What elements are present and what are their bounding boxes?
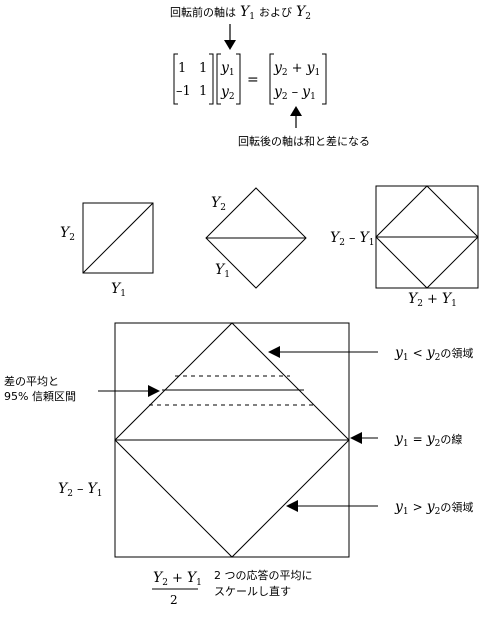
rotated-diamond: [205, 187, 307, 289]
original-axes-square: [82, 202, 154, 274]
x-label-denominator: 2: [170, 593, 178, 607]
panel1-label-y1: Y1: [111, 281, 126, 299]
rotation-matrix: 1 1 –1 1: [173, 53, 214, 105]
vector-difference: y2 – y1: [273, 83, 316, 103]
matrix-a21: –1: [176, 84, 191, 99]
top-annotation: 回転前の軸は Y1 および Y2: [170, 3, 311, 23]
down-arrow-icon: [224, 40, 236, 50]
matrix-a22: 1: [199, 84, 207, 99]
output-vector: y2 + y1 y2 – y1: [269, 53, 327, 105]
new-axes-square: [375, 185, 479, 289]
mean-diff-arrow-icon: [148, 385, 160, 397]
matrix-a11: 1: [178, 61, 186, 76]
main-figure: [114, 322, 350, 558]
panel2-label-y2: Y2: [211, 195, 226, 213]
vector-y2: y2: [220, 84, 235, 102]
vector-y1: y1: [220, 60, 235, 78]
x-caption-line1: 2 つの応答の平均に: [214, 568, 313, 582]
panel3-label-sum: Y2 + Y1: [408, 290, 457, 310]
upper-region-arrow-icon: [268, 346, 280, 358]
panel2-label-y1: Y1: [215, 262, 230, 280]
equality-line-arrow-icon: [350, 432, 362, 444]
input-vector: y1 y2: [216, 53, 241, 105]
main-label-difference: Y2 – Y1: [58, 480, 102, 500]
bottom-annotation: 回転後の軸は和と差になる: [238, 134, 370, 148]
matrix-a12: 1: [199, 61, 207, 76]
panel1-label-y2: Y2: [60, 225, 75, 243]
lower-region-arrow-icon: [286, 500, 298, 512]
x-label-numerator: Y2 + Y1: [153, 569, 202, 589]
up-arrow-icon: [290, 106, 302, 116]
upper-region-label: y1 < y2の領域: [394, 344, 473, 364]
panel3-label-difference: Y2 – Y1: [330, 229, 374, 249]
lower-region-label: y1 > y2の領域: [394, 498, 473, 518]
equality-line-label: y1 = y2の線: [394, 430, 462, 450]
vector-sum: y2 + y1: [273, 59, 320, 79]
equals-sign: =: [247, 72, 259, 88]
mean-diff-label-line1: 差の平均と: [4, 374, 59, 388]
x-caption-line2: スケールし直す: [214, 584, 291, 598]
mean-diff-label-line2: 95% 信頼区間: [4, 390, 76, 403]
